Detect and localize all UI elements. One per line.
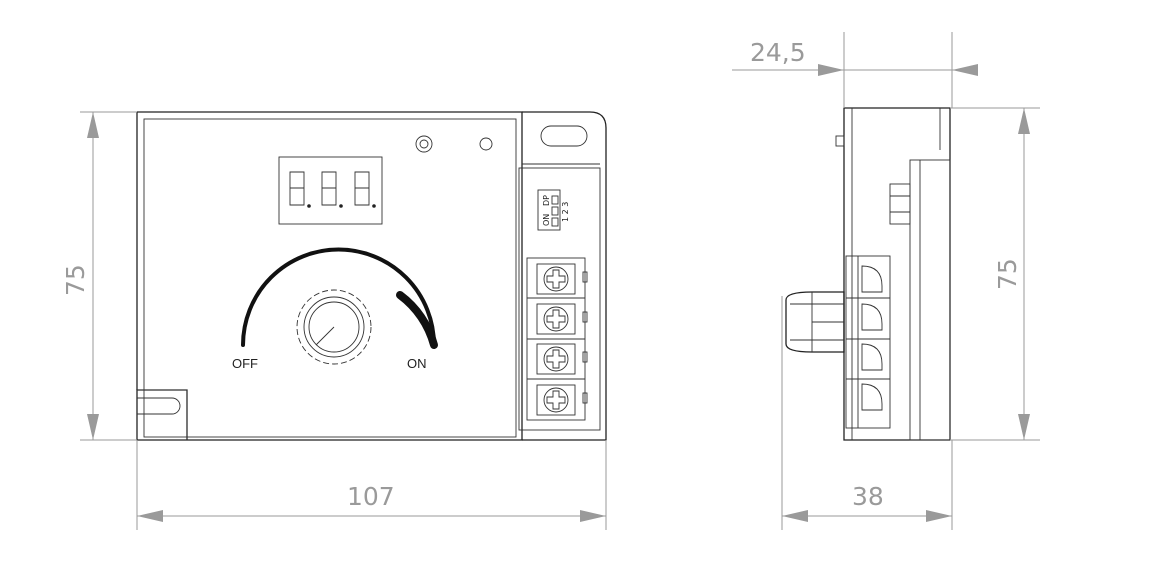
rotary-knob-icon — [785, 291, 845, 353]
front-width-label: 107 — [347, 482, 395, 511]
front-panel — [143, 118, 517, 438]
dip-dp-label: DP — [542, 195, 551, 206]
off-label: OFF — [232, 356, 258, 371]
side-depth-dimension: 38 — [781, 296, 953, 530]
seven-segment-display — [278, 156, 383, 225]
digit — [289, 171, 311, 208]
top-depth-label: 24,5 — [750, 38, 806, 67]
dip-switch: ON DP 1 2 3 — [537, 189, 570, 231]
side-depth-label: 38 — [852, 482, 884, 511]
phillips-screw-icon — [536, 263, 576, 295]
top-depth-dimension: 24,5 — [732, 32, 978, 108]
terminal-block — [526, 257, 588, 421]
front-housing-outline — [136, 111, 523, 441]
terminal-flange — [522, 111, 607, 441]
side-view — [785, 107, 951, 441]
slot-tab-left — [137, 389, 188, 440]
rotary-knob-icon — [296, 289, 372, 365]
side-housing-outline — [843, 107, 951, 441]
mounting-slot-left — [137, 397, 181, 415]
phillips-screw-icon — [536, 384, 576, 416]
phillips-screw-icon — [536, 343, 576, 375]
dimmer-scale-arc — [241, 247, 436, 347]
side-height-dimension: 75 — [950, 107, 1040, 441]
dip-on-label: ON — [542, 214, 551, 226]
side-terminal-block — [845, 255, 891, 429]
dip-numbers-label: 1 2 3 — [561, 202, 570, 222]
front-view: ON DP 1 2 3 — [136, 111, 607, 441]
digit — [321, 171, 343, 208]
terminal-area — [518, 167, 601, 431]
on-label: ON — [407, 356, 427, 371]
digit — [354, 171, 376, 208]
side-rear-plate — [909, 159, 951, 441]
phillips-screw-icon — [536, 303, 576, 335]
front-width-dimension: 107 — [136, 440, 607, 530]
front-height-dimension: 75 — [61, 111, 137, 441]
side-height-label: 75 — [993, 258, 1022, 290]
led-indicator-icon — [479, 137, 493, 151]
front-height-label: 75 — [61, 264, 90, 296]
mounting-slot-right — [540, 125, 588, 147]
led-indicator-icon — [415, 135, 433, 153]
